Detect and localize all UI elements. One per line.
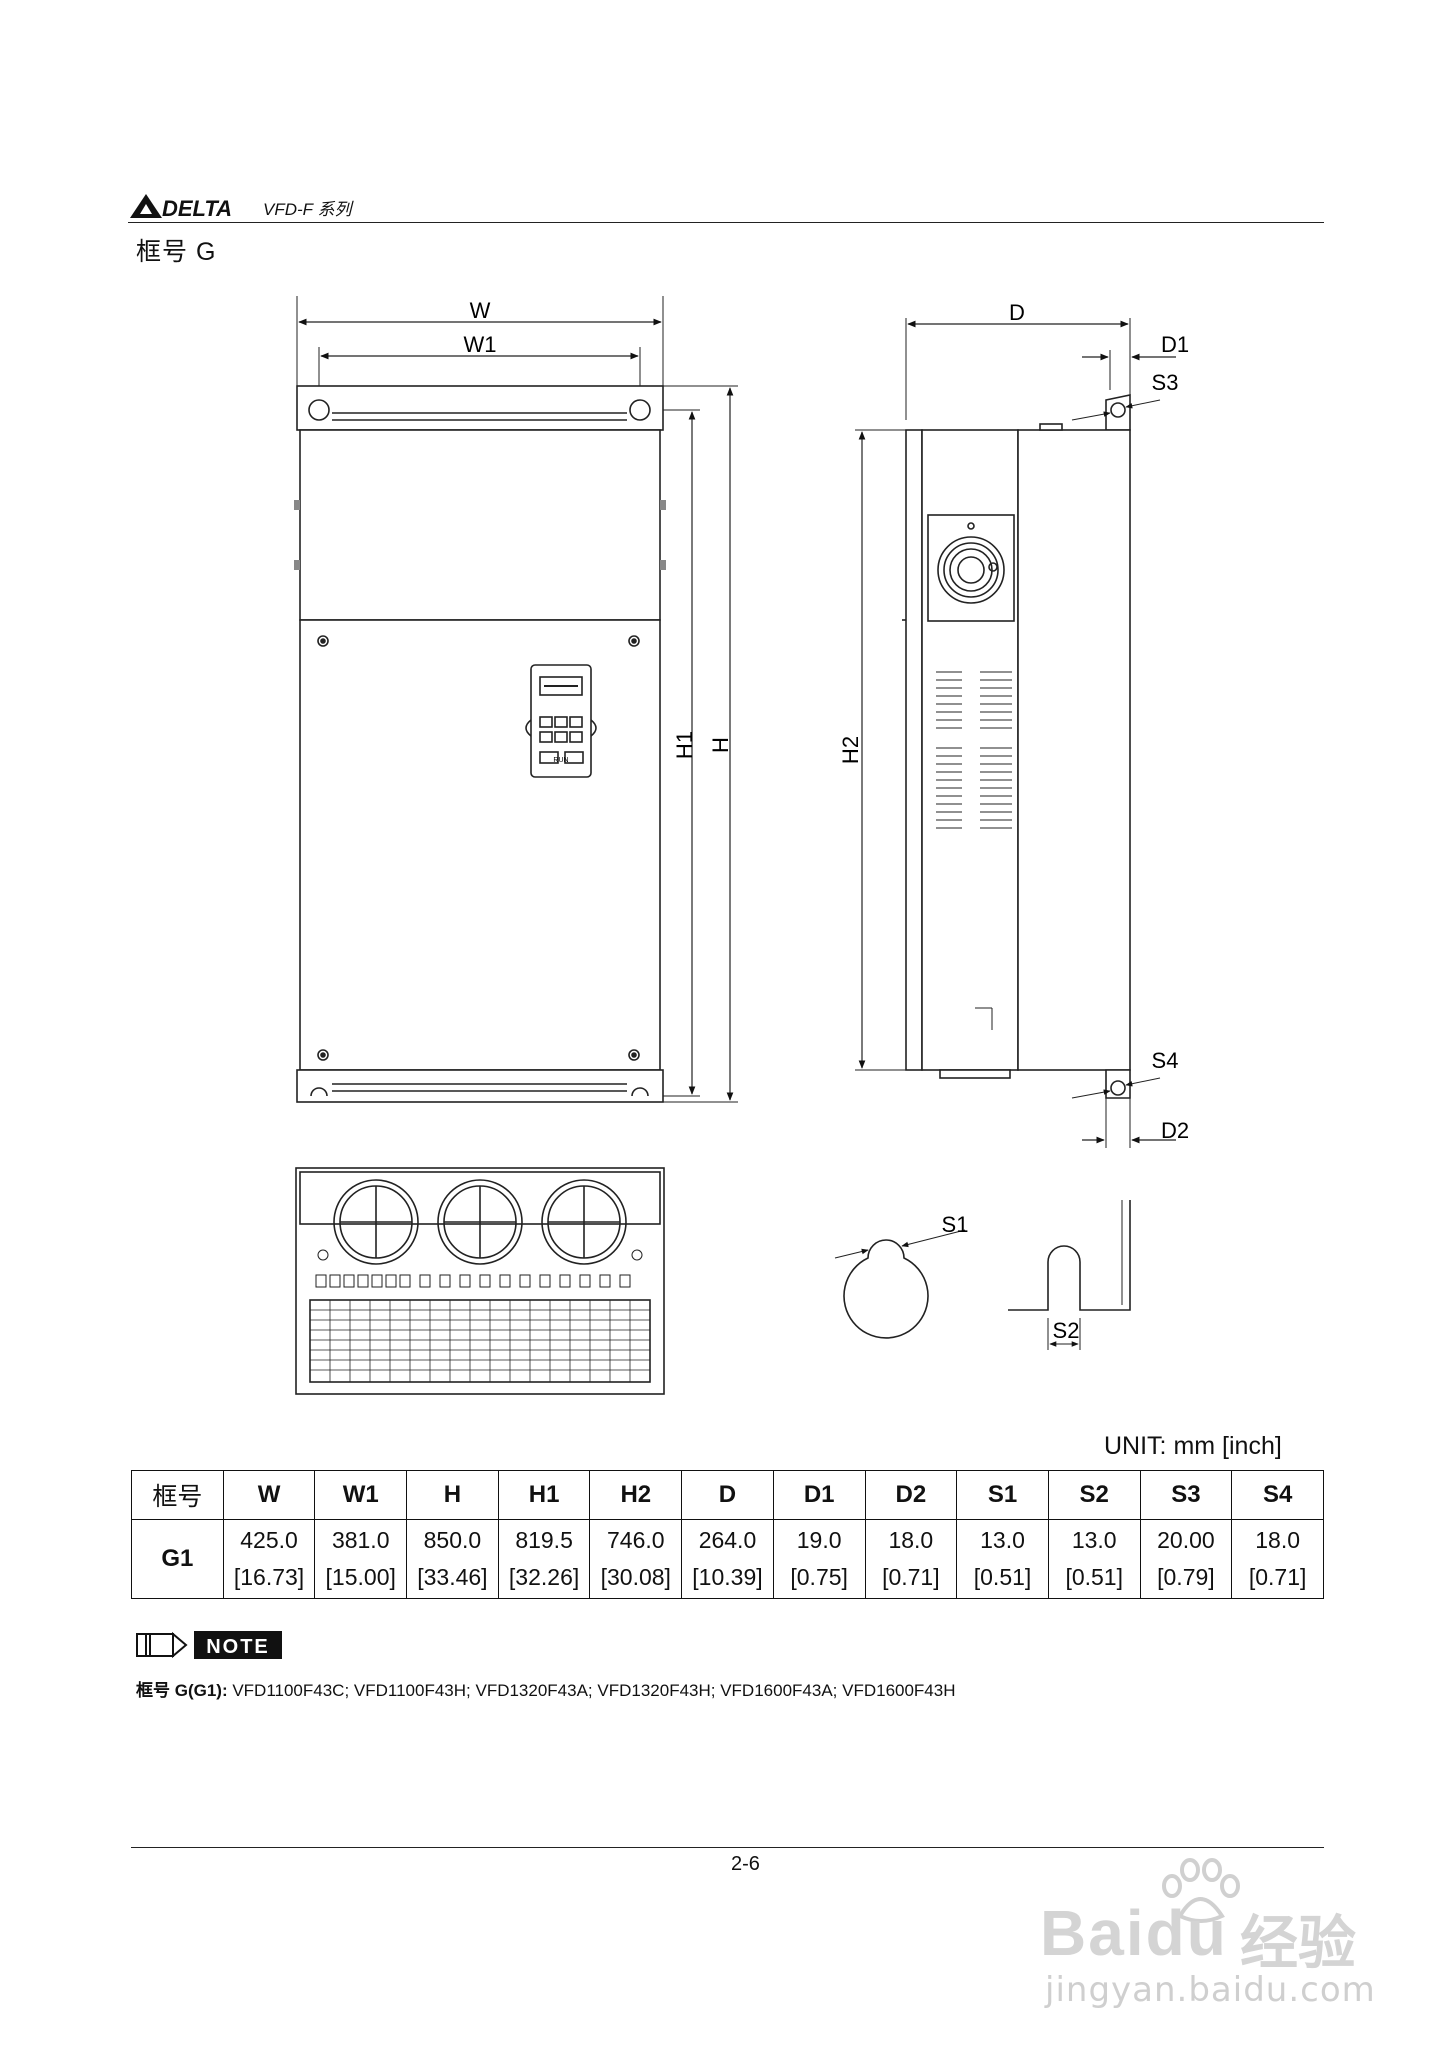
keypad-run-label: RUN bbox=[553, 757, 568, 764]
note-text: 框号 G(G1): VFD1100F43C; VFD1100F43H; VFD1… bbox=[136, 1676, 956, 1701]
table-cell: 18.0[0.71] bbox=[864, 1519, 958, 1599]
table-cell: 13.0[0.51] bbox=[956, 1519, 1049, 1599]
slot-detail-s2 bbox=[1008, 1200, 1131, 1350]
table-cell: 746.0[30.08] bbox=[589, 1519, 683, 1599]
table-cell: 19.0[0.75] bbox=[772, 1519, 866, 1599]
label-W: W bbox=[470, 298, 491, 323]
col-header-D1: D1 bbox=[772, 1470, 866, 1520]
note-models: VFD1100F43C; VFD1100F43H; VFD1320F43A; V… bbox=[227, 1681, 956, 1700]
note-prefix: 框号 G(G1): bbox=[136, 1681, 228, 1700]
table-cell: 13.0[0.51] bbox=[1047, 1519, 1141, 1599]
label-S3: S3 bbox=[1152, 370, 1179, 395]
col-header-W1: W1 bbox=[314, 1470, 408, 1520]
label-H1: H1 bbox=[672, 731, 697, 759]
label-D2: D2 bbox=[1161, 1118, 1189, 1143]
table-header-row: 框号 W W1 H H1 H2 D D1 D2 S1 S2 S3 S4 bbox=[131, 1470, 1324, 1520]
keyhole-detail-s1 bbox=[834, 1229, 966, 1339]
col-header-S2: S2 bbox=[1047, 1470, 1141, 1520]
table-cell: 18.0[0.71] bbox=[1231, 1519, 1324, 1599]
frame-title: 框号 G bbox=[136, 238, 217, 266]
fan-openings bbox=[333, 1179, 627, 1265]
header-rule bbox=[128, 222, 1324, 223]
dimension-drawing: W W1 H1 H RUN bbox=[294, 296, 1189, 1395]
label-S1: S1 bbox=[942, 1212, 969, 1237]
col-header-D2: D2 bbox=[864, 1470, 958, 1520]
col-header-D: D bbox=[681, 1470, 774, 1520]
watermark-jingyan: 经验 bbox=[1240, 1911, 1357, 1976]
dimension-table: 框号 W W1 H H1 H2 D D1 D2 S1 S2 S3 S4 G1 4… bbox=[131, 1470, 1324, 1599]
series-label: VFD-F 系列 bbox=[263, 200, 352, 219]
col-header-W: W bbox=[222, 1470, 316, 1520]
label-D: D bbox=[1009, 300, 1025, 325]
note-badge-text: NOTE bbox=[206, 1636, 270, 1658]
table-row: G1 425.0[16.73] 381.0[15.00] 850.0[33.46… bbox=[131, 1519, 1324, 1599]
col-header-H: H bbox=[406, 1470, 499, 1520]
label-W1: W1 bbox=[464, 332, 497, 357]
side-view bbox=[855, 318, 1176, 1148]
col-header-H1: H1 bbox=[497, 1470, 591, 1520]
col-header-S3: S3 bbox=[1139, 1470, 1233, 1520]
table-cell: 850.0[33.46] bbox=[406, 1519, 499, 1599]
front-view bbox=[294, 296, 738, 1103]
unit-label: UNIT: mm [inch] bbox=[1104, 1432, 1282, 1460]
col-header-H2: H2 bbox=[589, 1470, 683, 1520]
table-cell: 819.5[32.26] bbox=[497, 1519, 591, 1599]
table-cell: 381.0[15.00] bbox=[314, 1519, 408, 1599]
table-cell: 264.0[10.39] bbox=[681, 1519, 774, 1599]
model-cell: G1 bbox=[131, 1519, 224, 1599]
label-D1: D1 bbox=[1161, 332, 1189, 357]
watermark-url: jingyan.baidu.com bbox=[1045, 1970, 1376, 2010]
delta-logo: DELTA bbox=[130, 194, 232, 220]
baidu-paw-icon bbox=[1162, 1858, 1240, 1923]
col-header-S4: S4 bbox=[1231, 1470, 1324, 1520]
table-cell: 425.0[16.73] bbox=[222, 1519, 316, 1599]
logo-text: DELTA bbox=[162, 196, 232, 220]
bottom-view bbox=[295, 1167, 665, 1395]
label-H: H bbox=[708, 737, 733, 753]
label-S4: S4 bbox=[1152, 1048, 1179, 1073]
table-cell: 20.00[0.79] bbox=[1139, 1519, 1233, 1599]
label-H2: H2 bbox=[838, 736, 863, 764]
page-number: 2-6 bbox=[731, 1853, 760, 1875]
label-S2: S2 bbox=[1053, 1318, 1080, 1343]
col-header-frame: 框号 bbox=[131, 1470, 224, 1520]
footer-rule bbox=[131, 1847, 1324, 1848]
col-header-S1: S1 bbox=[956, 1470, 1049, 1520]
watermark-brand: Baidu bbox=[1040, 1897, 1228, 1969]
note-icon: NOTE bbox=[136, 1631, 282, 1659]
